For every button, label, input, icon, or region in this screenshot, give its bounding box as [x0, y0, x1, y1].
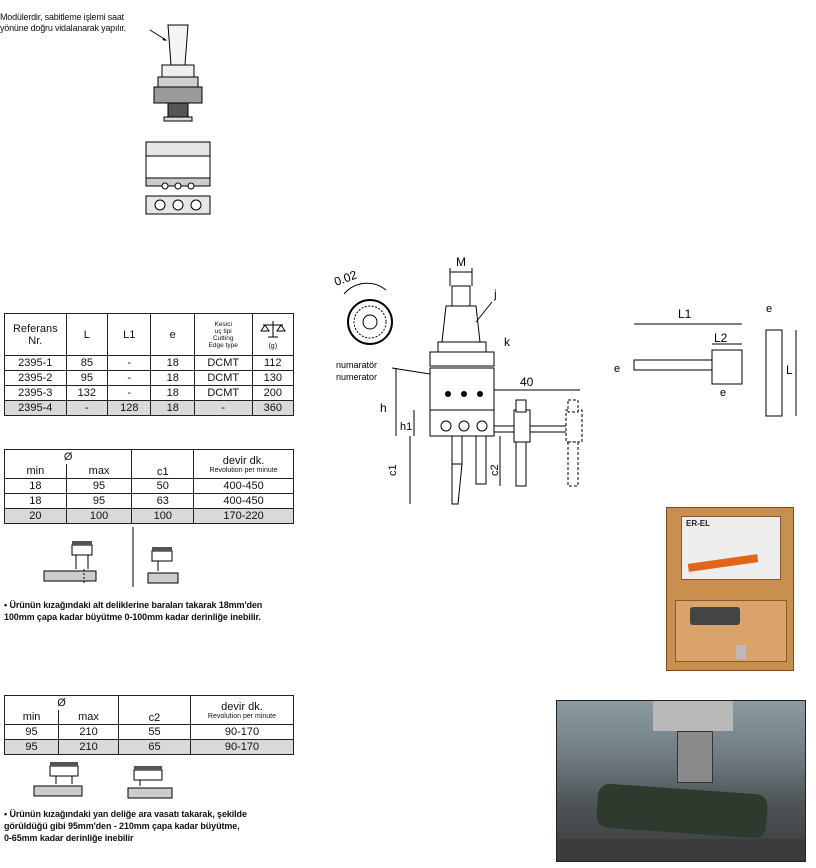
- svg-text:k: k: [504, 335, 511, 349]
- svg-text:c1: c1: [387, 464, 399, 476]
- svg-text:numaratör: numaratör: [336, 360, 377, 370]
- svg-text:40: 40: [520, 375, 534, 389]
- svg-text:e: e: [614, 363, 620, 375]
- scale-icon: [259, 321, 286, 338]
- box-lid: ER-EL: [681, 516, 781, 580]
- header-rev-2: devir dk. Revolution per minute: [189, 695, 295, 725]
- svg-text:j: j: [493, 287, 497, 301]
- product-box-photo: ER-EL: [666, 507, 794, 671]
- usage-diagram-1: [43, 527, 179, 587]
- svg-text:L: L: [786, 363, 793, 377]
- header-rev: devir dk. Revolution per minute: [193, 449, 294, 479]
- header-edge: Kesici uç tipi Cutting Edge type: [193, 313, 253, 356]
- svg-text:e: e: [720, 387, 726, 399]
- range-table-c1: Ø c1 devir dk. Revolution per minute min…: [3, 449, 294, 524]
- machine-photo: [556, 700, 806, 862]
- brand-label: ER-EL: [686, 519, 710, 528]
- range-table-c2: Ø c2 devir dk. Revolution per minute min…: [3, 695, 295, 755]
- header-dia: Ø: [3, 449, 133, 464]
- header-c2: c2: [117, 695, 191, 725]
- header-ref: Referans Nr.: [4, 313, 67, 356]
- usage-diagram-2: [33, 762, 173, 799]
- header-l1: L1: [107, 313, 152, 356]
- svg-text:c2: c2: [489, 464, 501, 476]
- svg-text:L2: L2: [714, 331, 728, 345]
- svg-text:h: h: [380, 401, 387, 415]
- header-weight: (g): [251, 313, 295, 356]
- header-dia-2: Ø: [4, 695, 119, 710]
- technical-drawing: 0.02 numaratör numerator M j k 40 h h1 c…: [332, 255, 797, 505]
- box-tray: [675, 600, 787, 662]
- paragraph-1: • Ürünün kızağındaki alt deliklerine bar…: [4, 600, 263, 622]
- top-note: Modülerdir, sabitleme işlemi saat yönüne…: [0, 12, 126, 33]
- svg-text:numerator: numerator: [336, 372, 377, 382]
- holder-drawing: [145, 24, 211, 215]
- reference-table: Referans Nr. L L1 e Kesici uç tipi Cutti…: [4, 313, 295, 416]
- header-c1: c1: [131, 449, 195, 479]
- svg-text:e: e: [766, 303, 772, 315]
- paragraph-2: • Ürünün kızağındaki yan deliğe ara vasa…: [4, 809, 247, 843]
- svg-text:M: M: [456, 255, 466, 269]
- svg-text:h1: h1: [400, 421, 412, 433]
- header-e: e: [150, 313, 195, 356]
- svg-text:L1: L1: [678, 307, 692, 321]
- header-l: L: [65, 313, 109, 356]
